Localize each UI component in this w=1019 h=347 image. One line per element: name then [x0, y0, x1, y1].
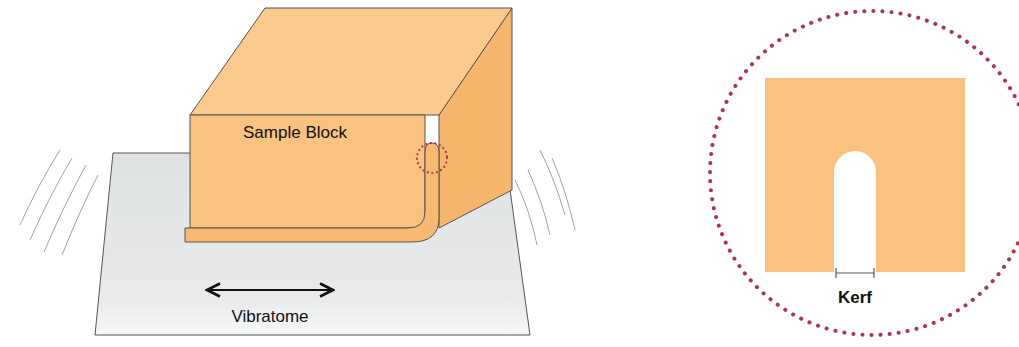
kerf-dimension: [836, 268, 874, 278]
zoom-circle: [710, 11, 1019, 335]
vibratome-label: Vibratome: [231, 307, 308, 327]
block-front-face: [190, 115, 425, 228]
block-label: Sample Block: [243, 123, 347, 143]
zoom-marker: [417, 143, 447, 173]
block-top-face: [190, 8, 512, 115]
kerf-label: Kerf: [838, 288, 872, 308]
zoom-block: [765, 78, 965, 272]
motion-arrow: [207, 289, 333, 291]
sample-sheet: [185, 143, 439, 242]
